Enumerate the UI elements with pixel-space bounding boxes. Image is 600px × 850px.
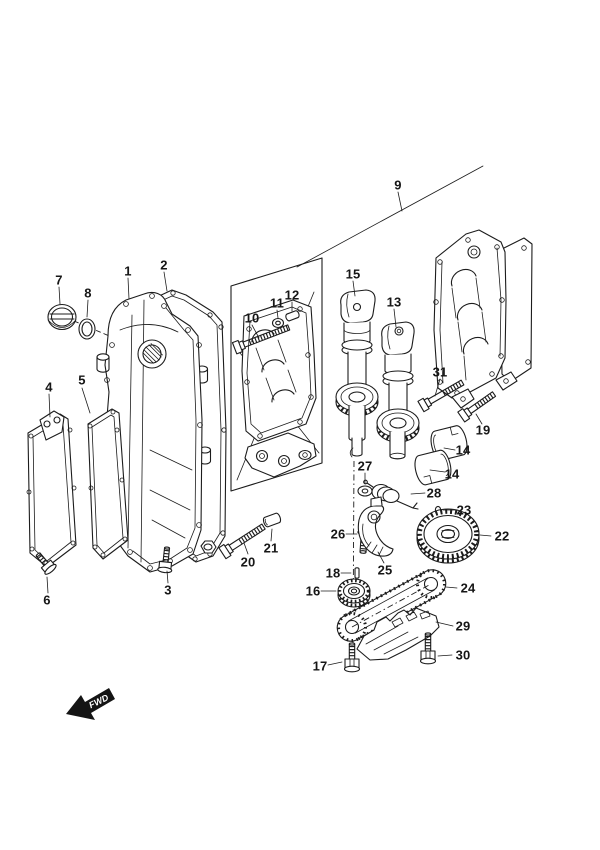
callout-15: 15 [345,266,361,282]
callout-28: 28 [426,485,442,501]
callout-9: 9 [394,177,402,193]
callout-11: 11 [269,295,285,311]
leader-lines [46,191,492,666]
part-20-bolt [218,523,266,560]
callout-12: 12 [284,287,300,303]
part-18-pin [354,567,360,579]
part-21-bushing [262,512,282,528]
part-11-washer [271,317,285,329]
part-10-bolt [231,324,291,355]
callout-23: 23 [456,502,472,518]
part-13-balancer-shaft [376,321,420,460]
callout-3: 3 [164,582,172,598]
callout-22: 22 [494,528,510,544]
callout-18: 18 [325,565,341,581]
part-5-lower-cover-gasket [87,408,129,560]
callout-29: 29 [455,618,471,634]
part-22-driven-gear [416,508,480,564]
callout-26: 26 [330,526,346,542]
part-14-bearing-shells [414,425,468,486]
part-24-chain [336,569,447,642]
part-29-chain-guide [356,607,440,661]
callout-16: 16 [305,583,321,599]
part-7-oil-filler-cap [47,303,77,331]
callout-20: 20 [240,554,256,570]
callout-14: 14 [455,442,471,458]
part-1-side-cover [96,291,217,573]
callout-1: 1 [124,263,132,279]
part-17-bolt [343,642,361,673]
part-15-balancer-shaft [335,289,379,458]
part-4-lower-cover [26,410,77,568]
fwd-arrow: FWD [66,688,115,720]
part-27-washer [357,485,373,497]
callout-21: 21 [263,540,279,556]
callout-2: 2 [160,257,168,273]
callout-17: 17 [312,658,328,674]
callout-24: 24 [460,580,476,596]
callout-31: 31 [432,364,448,380]
callout-19: 19 [475,422,491,438]
crankcase-detail-block [241,299,317,478]
callout-27: 27 [357,458,373,474]
oil-filler-boss [137,339,167,369]
cover-boss-cylinder [96,353,110,373]
part-12-dowel-pin [285,310,300,322]
callout-5: 5 [78,372,86,388]
callout-13: 13 [386,294,402,310]
part-19-bolt [457,391,497,423]
callout-6: 6 [43,592,51,608]
part-30-bolt [419,632,437,665]
part-16-sprocket [337,578,371,608]
part-28-spring [363,479,419,510]
hex-plug [200,540,217,554]
part-8-o-ring [78,318,96,340]
part-9-cylinder-block [433,229,533,409]
callout-10: 10 [244,310,260,326]
callout-8: 8 [84,285,92,301]
part-3-bolt [157,546,173,574]
callout-25: 25 [377,562,393,578]
callout-7: 7 [55,272,63,288]
part-31-bolt [417,379,465,413]
callout-4: 4 [45,379,53,395]
callout-14: 14 [444,466,460,482]
callout-30: 30 [455,647,471,663]
part-25-tensioner [357,496,394,557]
part-6-bolt [35,552,57,575]
